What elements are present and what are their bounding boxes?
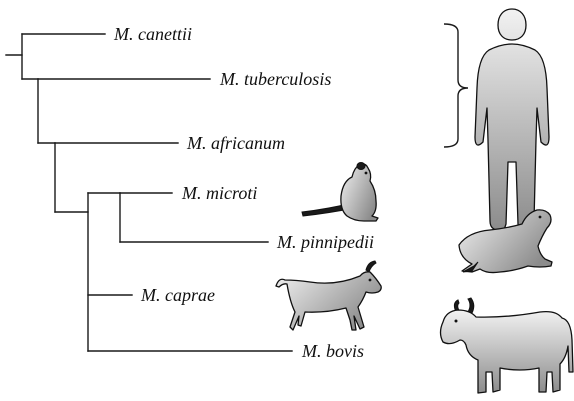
cow-eye	[455, 320, 458, 323]
taxon-label-caprae: M. caprae	[140, 285, 215, 305]
goat-horns	[366, 261, 376, 272]
taxon-label-africanum: M. africanum	[186, 133, 285, 153]
seal-eye	[539, 216, 542, 219]
taxon-label-tuberculosis: M. tuberculosis	[219, 69, 331, 89]
vole-ear	[357, 163, 365, 170]
human-group-bracket	[444, 24, 468, 147]
taxon-label-bovis: M. bovis	[301, 341, 364, 361]
cow-silhouette-icon	[441, 298, 574, 393]
goat-silhouette-icon	[276, 261, 381, 330]
human-silhouette-icon	[475, 9, 549, 230]
goat-eye	[369, 279, 372, 282]
vole-silhouette-icon	[302, 163, 378, 222]
vole-eye	[365, 172, 368, 175]
taxon-label-pinnipedii: M. pinnipedii	[276, 232, 374, 252]
taxon-label-canettii: M. canettii	[113, 24, 192, 44]
taxon-label-microti: M. microti	[181, 183, 257, 203]
cow-horn-right	[468, 298, 474, 313]
